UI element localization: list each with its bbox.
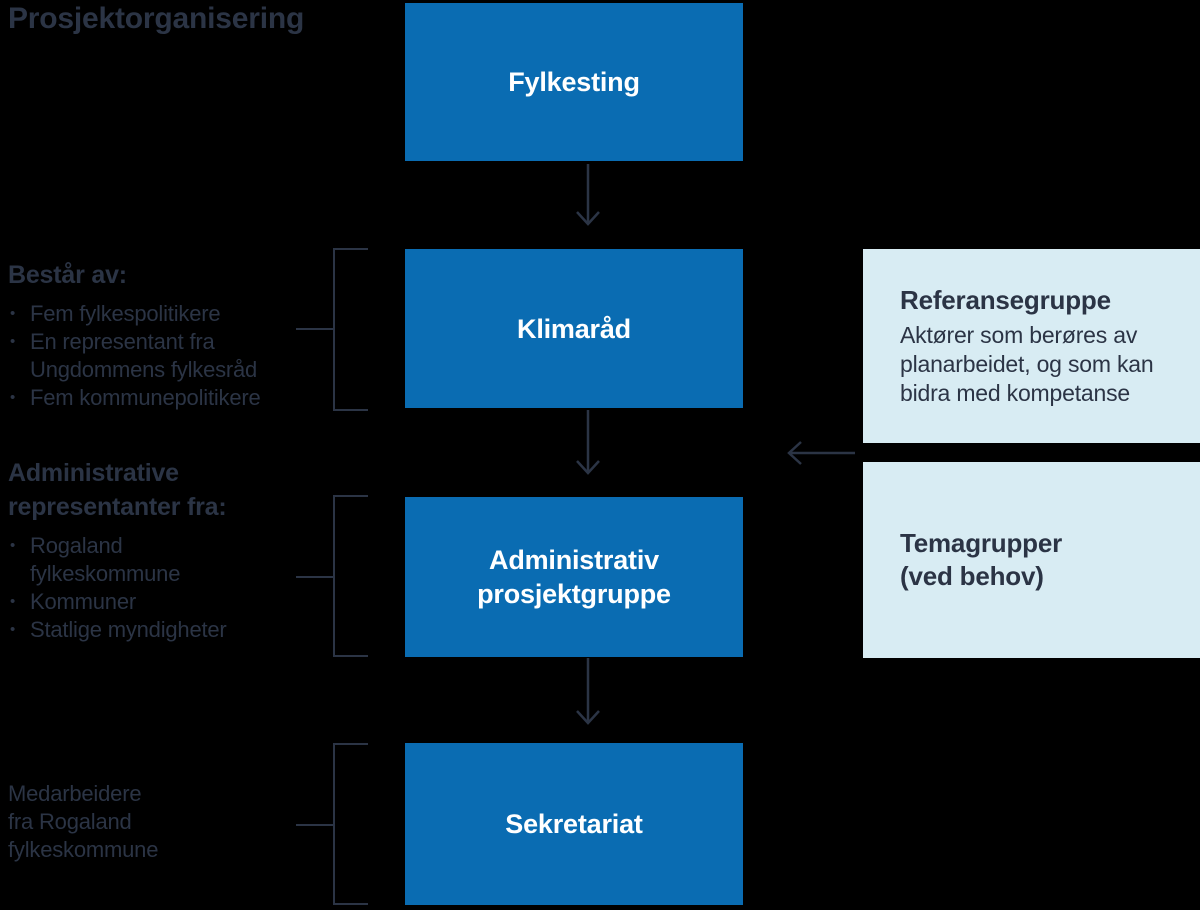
flow-arrow-klimarad-to-admingruppe-icon bbox=[576, 410, 600, 475]
node-referansegruppe: Referansegruppe Aktører som berøres av p… bbox=[863, 249, 1200, 443]
note-sekretariat-text: Medarbeidere fra Rogaland fylkeskommune bbox=[8, 781, 159, 862]
node-referansegruppe-title: Referansegruppe bbox=[900, 285, 1111, 315]
note-admingruppe-heading: Administrative representanter fra: bbox=[8, 459, 227, 521]
list-item: Fem fylkespolitikere bbox=[8, 300, 338, 328]
node-fylkesting: Fylkesting bbox=[405, 3, 743, 161]
flow-arrow-admingruppe-to-sekretariat-icon bbox=[576, 658, 600, 725]
list-item: Rogaland fylkeskommune bbox=[8, 532, 348, 588]
node-temagrupper: Temagrupper (ved behov) bbox=[863, 462, 1200, 658]
list-item: Fem kommunepolitikere bbox=[8, 384, 338, 412]
list-item: Statlige myndigheter bbox=[8, 616, 348, 644]
flow-arrow-fylkesting-to-klimarad-icon bbox=[576, 164, 600, 226]
arrow-sideboxes-to-flow-icon bbox=[787, 441, 855, 465]
node-referansegruppe-description: Aktører som berøres av planarbeidet, og … bbox=[900, 322, 1154, 406]
list-item: En representant fra Ungdommens fylkesråd bbox=[8, 328, 338, 384]
node-klimarad: Klimaråd bbox=[405, 249, 743, 408]
note-admingruppe-list: Rogaland fylkeskommune Kommuner Statlige… bbox=[8, 532, 348, 644]
note-sekretariat-members: Medarbeidere fra Rogaland fylkeskommune bbox=[8, 780, 308, 864]
note-klimarad-list: Fem fylkespolitikere En representant fra… bbox=[8, 300, 338, 412]
node-admingruppe-label: Administrativ prosjektgruppe bbox=[477, 545, 671, 609]
note-klimarad-members: Består av: Fem fylkespolitikere En repre… bbox=[8, 258, 338, 412]
node-admingruppe: Administrativ prosjektgruppe bbox=[405, 497, 743, 657]
node-sekretariat: Sekretariat bbox=[405, 743, 743, 905]
note-admingruppe-members: Administrative representanter fra: Rogal… bbox=[8, 456, 348, 644]
page-title: Prosjektorganisering bbox=[8, 2, 305, 35]
node-temagrupper-title: Temagrupper (ved behov) bbox=[900, 528, 1063, 591]
node-sekretariat-label: Sekretariat bbox=[505, 809, 643, 839]
node-klimarad-label: Klimaråd bbox=[517, 313, 631, 344]
list-item: Kommuner bbox=[8, 588, 348, 616]
node-fylkesting-label: Fylkesting bbox=[508, 67, 640, 97]
note-klimarad-heading: Består av: bbox=[8, 261, 127, 289]
